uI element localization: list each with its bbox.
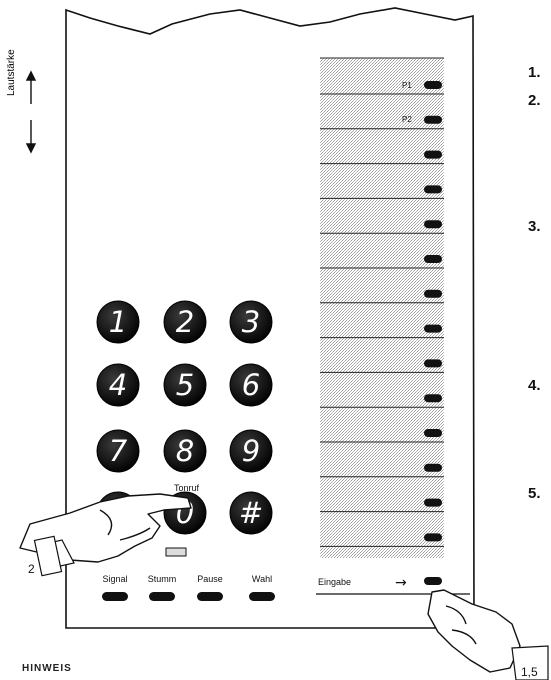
entry-key[interactable] (424, 577, 442, 585)
keypad-key-label: 2 (176, 305, 194, 339)
program-key-14[interactable] (424, 533, 442, 542)
keypad-key-hash[interactable]: # (229, 491, 273, 535)
program-key-p2-label: P2 (402, 115, 412, 124)
footer-heading-partial: HINWEIS (22, 663, 72, 674)
keypad-key-5[interactable]: 5 (163, 363, 207, 407)
step-number-4: 4. (528, 377, 541, 394)
function-key-stumm[interactable]: Stumm (148, 574, 177, 601)
program-key-8[interactable] (424, 324, 442, 333)
function-key-label: Pause (197, 574, 223, 584)
volume-label: Lautstärke (4, 49, 64, 170)
program-key-p1-label: P1 (402, 81, 412, 90)
right-hand-callout: 1,5 (521, 665, 538, 679)
keypad-key-6[interactable]: 6 (229, 363, 273, 407)
volume-label-text: Lautstärke (6, 49, 17, 96)
keypad-key-label: 3 (242, 305, 260, 339)
program-key-column (424, 81, 442, 542)
program-key-12[interactable] (424, 463, 442, 472)
keypad-key-label: # (239, 496, 263, 530)
keypad-key-4[interactable]: 4 (96, 363, 140, 407)
tonruf-label: Tonruf (174, 483, 200, 493)
function-key-label: Wahl (252, 574, 272, 584)
right-hand-pointing-icon (427, 589, 521, 673)
program-key-3[interactable] (424, 150, 442, 159)
program-key-7[interactable] (424, 289, 442, 298)
keypad-key-8[interactable]: 8 (163, 429, 207, 473)
program-key-5[interactable] (424, 220, 442, 229)
program-key-2[interactable] (424, 115, 442, 124)
program-key-9[interactable] (424, 359, 442, 368)
keypad-key-label: 4 (109, 368, 127, 402)
keypad-key-2[interactable]: 2 (163, 300, 207, 344)
step-number-5: 5. (528, 485, 541, 502)
program-key-11[interactable] (424, 429, 442, 437)
label-strip-dividers (320, 93, 444, 547)
step-number-3: 3. (528, 218, 541, 235)
entry-arrow-icon: → (395, 575, 407, 591)
function-key-row: Signal Stumm Pause Wahl (102, 574, 275, 601)
function-key-signal[interactable]: Signal (102, 574, 128, 601)
program-key-13[interactable] (424, 498, 442, 507)
program-key-6[interactable] (424, 255, 442, 263)
volume-arrows-icon (25, 70, 37, 154)
function-key-label: Signal (102, 574, 127, 584)
function-key-pause[interactable]: Pause (197, 574, 223, 601)
function-key-wahl[interactable]: Wahl (249, 574, 275, 601)
keypad-key-9[interactable]: 9 (229, 429, 273, 473)
keypad-key-3[interactable]: 3 (229, 300, 273, 344)
function-key-label: Stumm (148, 574, 177, 584)
keypad-key-label: 5 (176, 368, 194, 402)
label-strip (320, 58, 444, 558)
keypad-key-label: 9 (242, 434, 260, 468)
program-key-10[interactable] (424, 394, 442, 403)
keypad-key-label: 7 (109, 434, 128, 468)
program-key-1[interactable] (424, 81, 442, 89)
keypad-key-7[interactable]: 7 (96, 429, 140, 473)
left-hand-callout: 2 (28, 562, 35, 576)
keypad-key-label: 1 (109, 305, 127, 339)
keypad-key-1[interactable]: 1 (96, 300, 140, 344)
step-number-1: 1. (528, 64, 541, 81)
program-key-4[interactable] (424, 185, 442, 194)
keypad-key-label: 6 (242, 368, 260, 402)
step-number-2: 2. (528, 92, 541, 109)
keypad-key-label: 8 (176, 434, 194, 468)
entry-label: Eingabe (318, 577, 351, 587)
